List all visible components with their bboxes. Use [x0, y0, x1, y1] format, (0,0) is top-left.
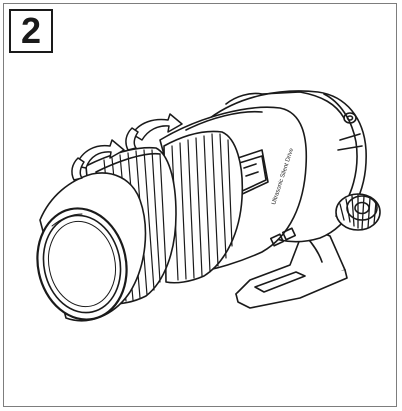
rotate-arrow-icon — [125, 113, 183, 151]
tripod-mount-foot — [235, 225, 348, 309]
zoom-ring — [163, 130, 244, 284]
step-number: 2 — [20, 10, 42, 51]
figure-frame — [3, 3, 397, 407]
step-number-badge: 2 — [9, 9, 53, 53]
tripod-lock-knob — [335, 193, 381, 231]
front-element — [36, 172, 147, 322]
rotate-arrow-icon — [71, 139, 125, 181]
